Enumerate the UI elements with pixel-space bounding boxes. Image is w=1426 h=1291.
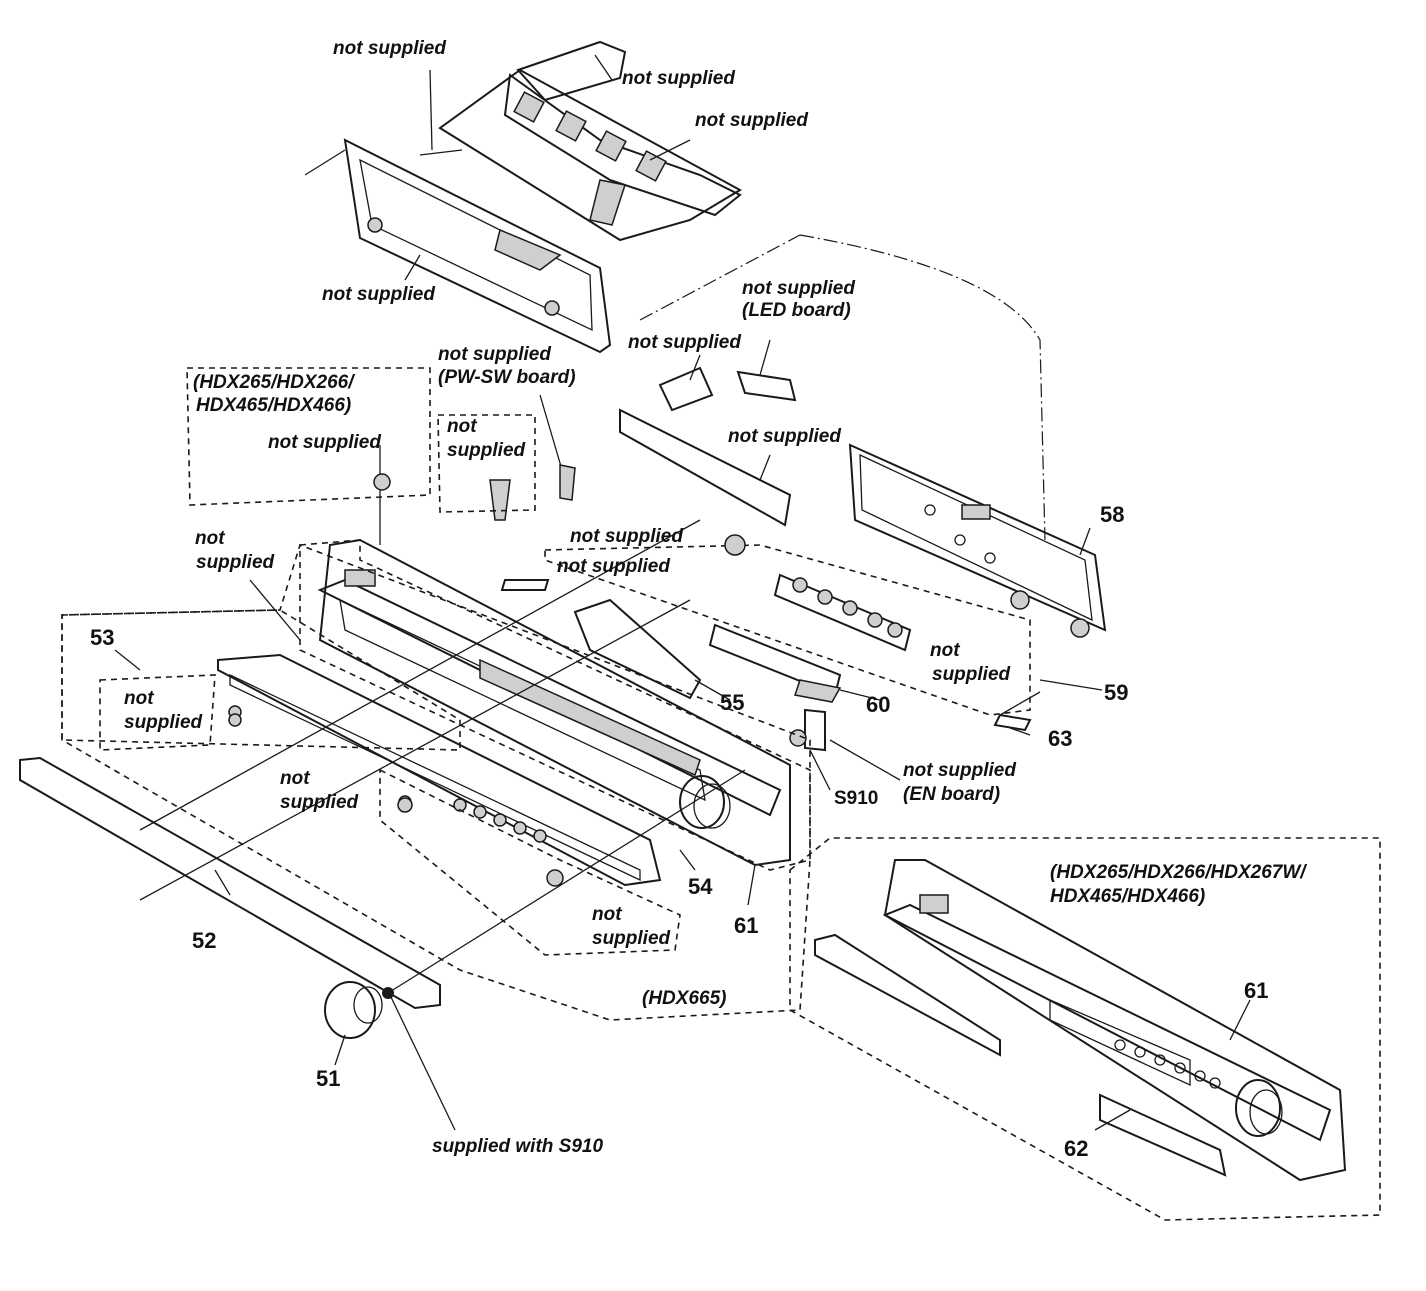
en-board-s910 <box>789 708 1032 752</box>
part-number-63: 63 <box>1048 726 1073 751</box>
part-number-59: 59 <box>1104 680 1129 705</box>
not-supplied-label-1: not <box>447 416 477 437</box>
not-supplied-label-2: supplied <box>124 712 203 733</box>
button-strip-59-60 <box>544 544 1031 716</box>
led-board-label-1: not supplied <box>742 278 855 299</box>
not-supplied-label: not supplied <box>333 38 446 59</box>
part-number-53: 53 <box>90 625 115 650</box>
not-supplied-label: not supplied <box>622 68 735 89</box>
small-parts <box>186 367 746 813</box>
not-supplied-label: not supplied <box>557 556 670 577</box>
part-number-61: 61 <box>734 913 759 938</box>
pcb-58 <box>848 443 1107 638</box>
front-panel-61 <box>61 538 811 871</box>
not-supplied-label: not supplied <box>268 432 381 453</box>
part-number-60: 60 <box>866 692 891 717</box>
not-supplied-label-2: supplied <box>280 792 359 813</box>
part-number-51: 51 <box>316 1066 341 1091</box>
variant-right-label-2: HDX465/HDX466) <box>1050 886 1206 907</box>
top-shield-assembly <box>304 40 1046 541</box>
leader-lines <box>114 54 1251 1131</box>
part-number-52: 52 <box>192 928 217 953</box>
variant-label-1: (HDX265/HDX266/ <box>193 372 354 393</box>
part-number-61-alt: 61 <box>1244 978 1269 1003</box>
part-number-55: 55 <box>720 690 745 715</box>
led-board-parts <box>619 366 797 527</box>
not-supplied-label: not supplied <box>695 110 808 131</box>
knob-51 <box>324 769 746 1131</box>
window-plate-55 <box>500 579 702 700</box>
pwsw-board-label-2: (PW-SW board) <box>438 367 576 388</box>
variant-label-2: HDX465/HDX466) <box>196 395 352 416</box>
not-supplied-label: not supplied <box>628 332 741 353</box>
not-supplied-label-2: supplied <box>932 664 1011 685</box>
not-supplied-label-2: supplied <box>447 440 526 461</box>
variant-hdx665-label: (HDX665) <box>642 988 727 1009</box>
not-supplied-label: not supplied <box>728 426 841 447</box>
pwsw-board-label-1: not supplied <box>438 344 551 365</box>
hdx665-outline <box>61 543 811 1021</box>
not-supplied-label: not supplied <box>570 526 683 547</box>
not-supplied-label: not supplied <box>322 284 435 305</box>
not-supplied-label-1: not <box>280 768 310 789</box>
en-board-label-1: not supplied <box>903 760 1016 781</box>
bar-52 <box>19 519 701 1010</box>
part-number-62: 62 <box>1064 1136 1089 1161</box>
variant-right-label-1: (HDX265/HDX266/HDX267W/ <box>1050 862 1306 883</box>
not-supplied-label-1: not <box>592 904 622 925</box>
switch-s910-label: S910 <box>834 788 879 809</box>
en-board-label-2: (EN board) <box>903 784 1001 805</box>
not-supplied-label-2: supplied <box>196 552 275 573</box>
part-number-54: 54 <box>688 874 713 899</box>
alternate-panel-61 <box>789 837 1381 1221</box>
supplied-with-label: supplied with S910 <box>432 1136 604 1157</box>
not-supplied-label-1: not <box>195 528 225 549</box>
not-supplied-label-2: supplied <box>592 928 671 949</box>
not-supplied-label-1: not <box>124 688 154 709</box>
led-board-label-2: (LED board) <box>742 300 851 321</box>
not-supplied-label-1: not <box>930 640 960 661</box>
part-number-58: 58 <box>1100 502 1125 527</box>
